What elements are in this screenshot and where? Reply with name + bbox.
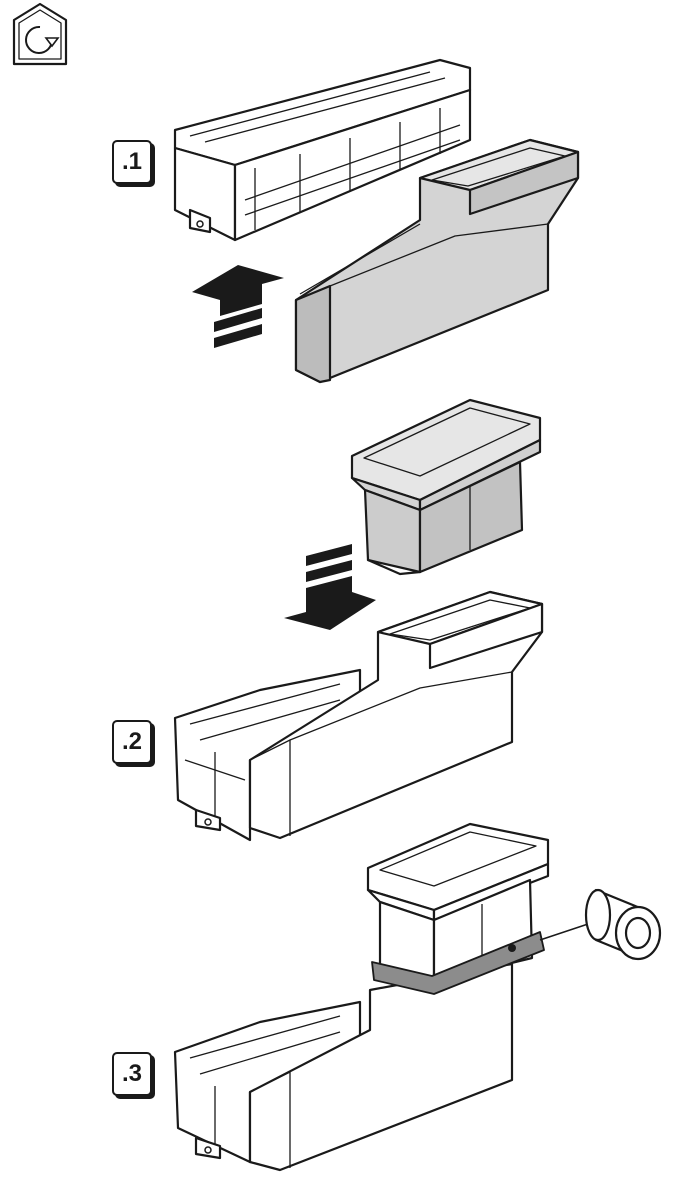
- duct-elbow-part: [294, 138, 580, 384]
- tape-roll-icon: [539, 888, 662, 961]
- step-label-1: .1: [112, 140, 152, 184]
- arrow-down-icon: [284, 544, 376, 630]
- filter-cartridge-part: [350, 398, 542, 576]
- assembled-unit-step2: [173, 590, 544, 842]
- step-label-3: .3: [112, 1052, 152, 1096]
- vent-housing-part: [173, 58, 472, 242]
- assembled-unit-step3: [173, 822, 550, 1172]
- arrow-up-icon: [192, 265, 284, 348]
- house-rotate-icon: [12, 2, 68, 66]
- step-label-2: .2: [112, 720, 152, 764]
